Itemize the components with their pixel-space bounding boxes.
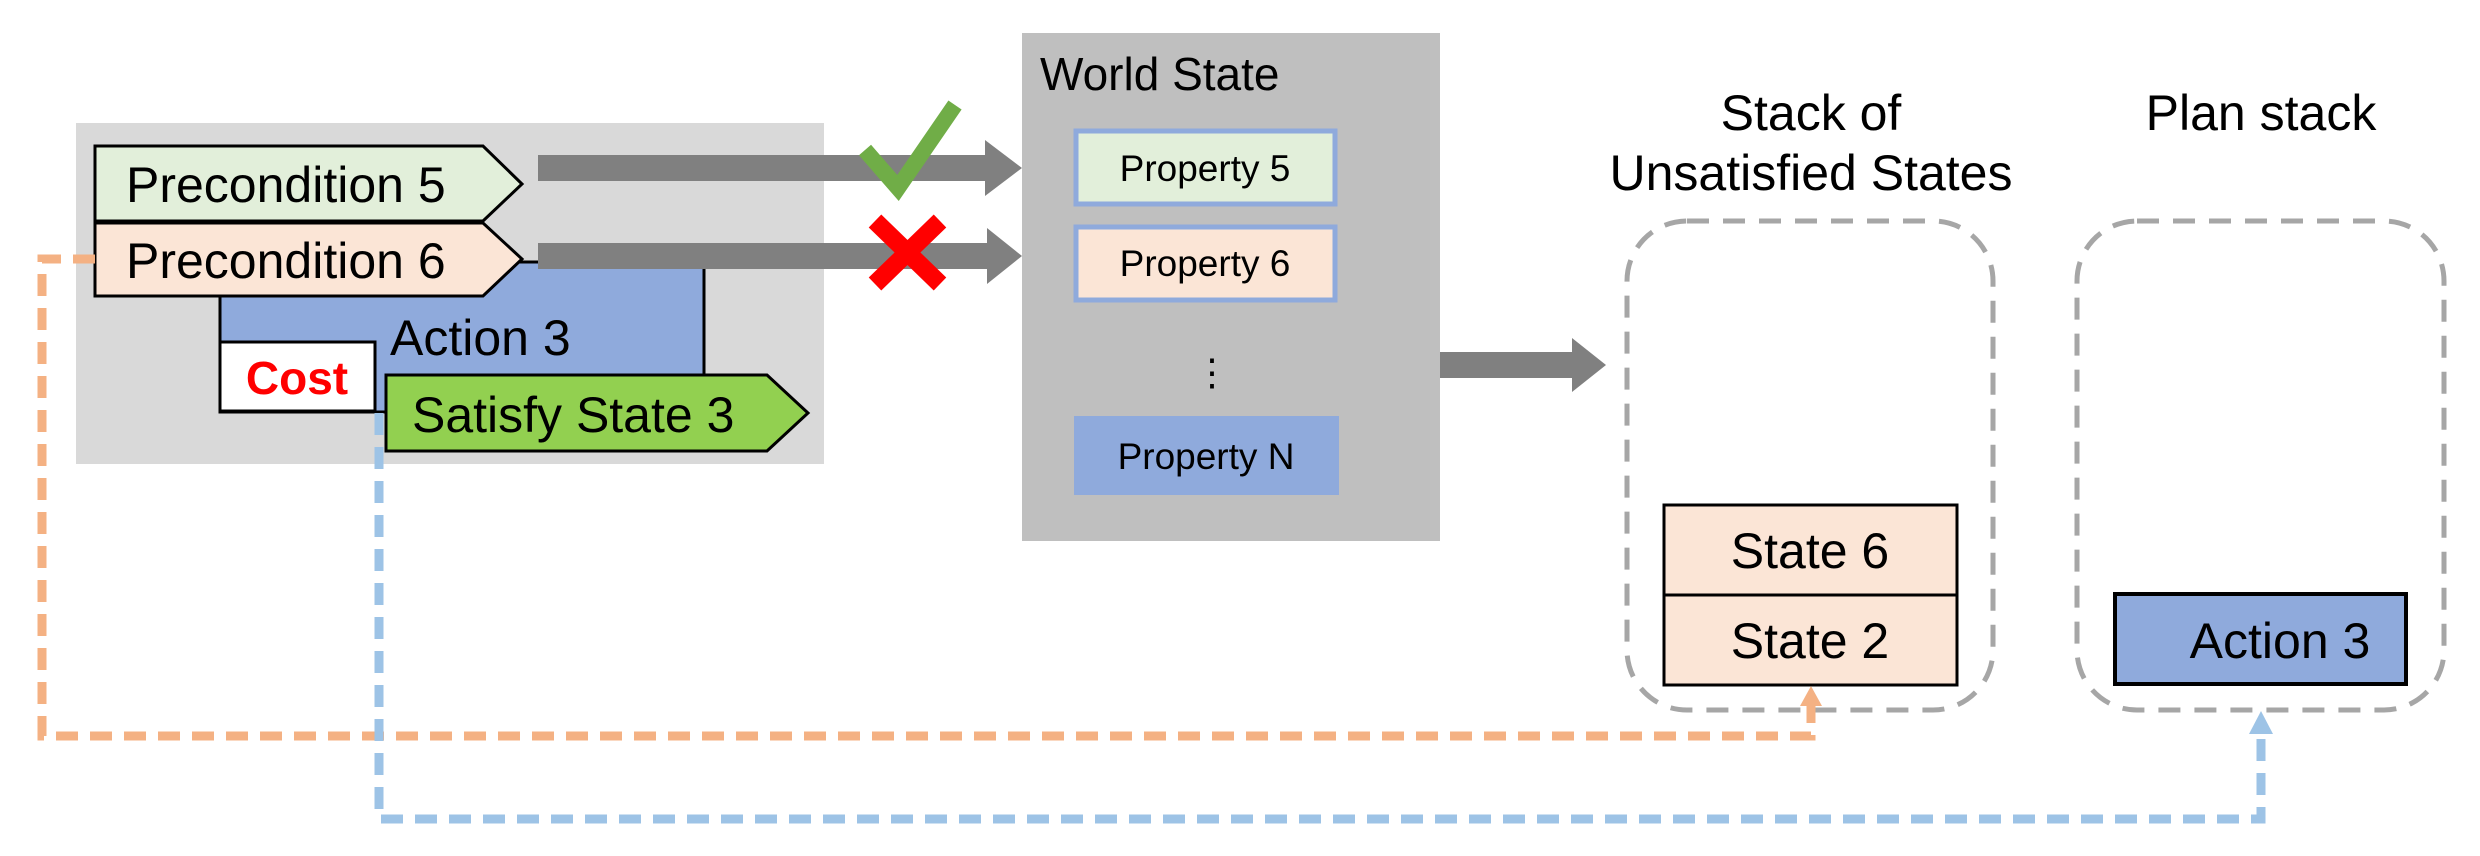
plan-item-action-3-label: Action 3 bbox=[2190, 613, 2371, 669]
connector-action-to-plan bbox=[374, 413, 2266, 824]
unsatisfied-stack-title-1: Stack of bbox=[1721, 85, 1902, 141]
precondition-6-label: Precondition 6 bbox=[126, 233, 446, 289]
precondition-5-tag bbox=[93, 144, 525, 223]
stack-item-state-6-label: State 6 bbox=[1731, 523, 1889, 579]
plan-stack-title: Plan stack bbox=[2146, 85, 2378, 141]
effect-tag bbox=[384, 373, 811, 453]
check-icon bbox=[858, 100, 962, 202]
arrow-world-to-stack bbox=[1440, 338, 1606, 392]
ellipsis: ⋮ bbox=[1194, 352, 1231, 393]
arrowhead-orange bbox=[1800, 686, 1822, 706]
effect-label: Satisfy State 3 bbox=[412, 387, 734, 443]
cross-icon bbox=[868, 214, 947, 291]
plan-item-action-3 bbox=[2113, 592, 2408, 686]
property-6-box bbox=[1073, 224, 1338, 303]
property-n-label: Property N bbox=[1118, 436, 1295, 477]
stack-item-state-2 bbox=[1662, 593, 1959, 687]
arrowhead-blue bbox=[2249, 711, 2273, 734]
property-n-box bbox=[1074, 416, 1339, 495]
stack-item-state-6 bbox=[1662, 503, 1959, 597]
stack-item-state-2-label: State 2 bbox=[1731, 613, 1889, 669]
cost-box bbox=[218, 340, 377, 413]
action-label: Action 3 bbox=[390, 310, 571, 366]
unsatisfied-stack-container bbox=[1624, 218, 1996, 713]
precondition-5-label: Precondition 5 bbox=[126, 157, 446, 213]
property-5-box bbox=[1073, 128, 1338, 207]
property-5-label: Property 5 bbox=[1120, 148, 1291, 189]
precondition-6-tag bbox=[93, 221, 525, 298]
property-6-label: Property 6 bbox=[1120, 243, 1291, 284]
plan-stack-container bbox=[2074, 218, 2447, 713]
world-state-title: World State bbox=[1040, 48, 1279, 100]
cost-label: Cost bbox=[246, 352, 348, 404]
connector-precondition-to-unsatisfied bbox=[37, 254, 1816, 741]
unsatisfied-stack-title-2: Unsatisfied States bbox=[1610, 145, 2013, 201]
